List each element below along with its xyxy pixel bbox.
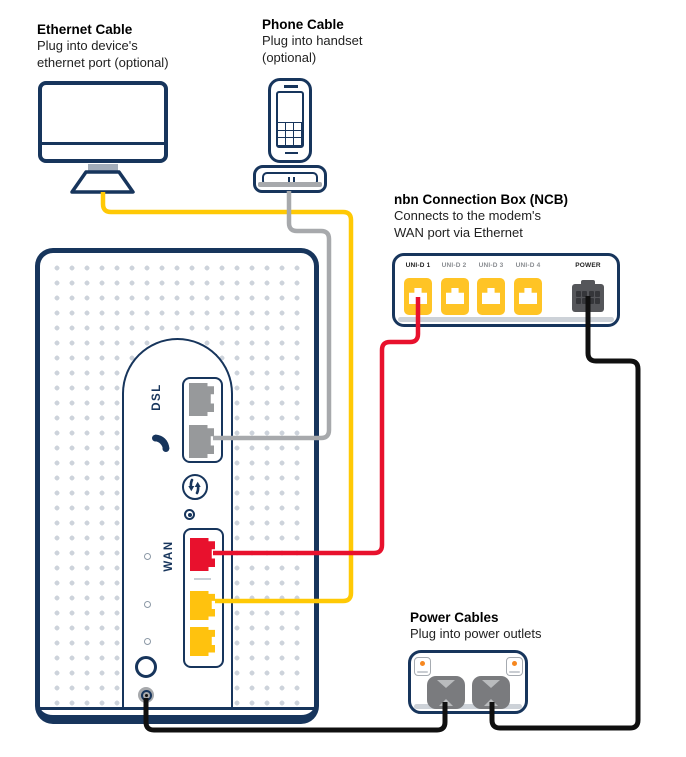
monitor-stand-base xyxy=(70,170,135,194)
wan-label: WAN xyxy=(163,540,175,572)
switch-indicator-dot xyxy=(512,661,517,666)
uni-d2-label: UNI-D 2 xyxy=(441,262,467,269)
lan-port-yellow-1 xyxy=(190,591,215,620)
phone-screen xyxy=(275,90,304,148)
socket-slot-top xyxy=(437,680,455,688)
ncb-line2: WAN port via Ethernet xyxy=(394,224,523,240)
phone-earpiece-line xyxy=(283,85,298,88)
status-led-3 xyxy=(144,638,151,645)
status-led-2 xyxy=(144,601,151,608)
outlet-base-shadow xyxy=(414,704,522,709)
uni-d1-port xyxy=(404,278,432,315)
modem: DSL WAN xyxy=(35,248,319,724)
power-connector-tab xyxy=(581,280,595,285)
dock-tick-right xyxy=(293,176,295,182)
phone-handset-icon xyxy=(152,434,170,452)
status-led-1 xyxy=(144,553,151,560)
dsl-port xyxy=(189,383,214,416)
phone-mouthpiece-line xyxy=(284,151,298,154)
ncb-base-shadow xyxy=(398,317,614,322)
uni-d1-label: UNI-D 1 xyxy=(405,262,431,269)
uni-d4-port xyxy=(514,278,542,315)
phone-line-port xyxy=(189,425,214,458)
outlet-switch-right xyxy=(506,657,523,676)
outlet-socket-left xyxy=(427,676,465,709)
ncb-title: nbn Connection Box (NCB) xyxy=(394,192,568,207)
phone-cable-line1: Plug into handset xyxy=(262,33,363,48)
ncb-note: nbn Connection Box (NCB) Connects to the… xyxy=(394,191,568,241)
switch-rocker xyxy=(509,670,520,673)
power-cables-title: Power Cables xyxy=(410,610,499,625)
switch-indicator-dot xyxy=(420,661,425,666)
ncb-power-connector xyxy=(572,280,604,312)
ethernet-cable-note: Ethernet Cable Plug into device's ethern… xyxy=(37,21,169,71)
outlet-socket-right xyxy=(472,676,510,709)
wps-led-ring-icon xyxy=(184,509,195,520)
phone-cable-line2: (optional) xyxy=(262,49,317,65)
monitor-bezel-line xyxy=(42,142,164,145)
phone-handset-device xyxy=(268,78,312,163)
phone-dock-base xyxy=(258,182,322,187)
computer-monitor xyxy=(38,81,168,163)
uni-d4-label: UNI-D 4 xyxy=(515,262,541,269)
phone-dock xyxy=(253,165,327,193)
phone-cable-title: Phone Cable xyxy=(262,17,344,32)
dock-tick-left xyxy=(288,176,290,182)
dsl-label: DSL xyxy=(151,383,163,411)
uni-d3-port xyxy=(477,278,505,315)
wan-divider-line xyxy=(194,578,211,580)
ethernet-cable-title: Ethernet Cable xyxy=(37,22,133,37)
uni-d2-port xyxy=(441,278,469,315)
modem-button xyxy=(135,656,157,678)
nbn-connection-box: UNI-D 1 UNI-D 2 UNI-D 3 UNI-D 4 POWER xyxy=(392,253,620,327)
modem-power-jack xyxy=(138,687,154,703)
outlet-switch-left xyxy=(414,657,431,676)
modem-base-seam xyxy=(40,707,314,710)
phone-keypad xyxy=(277,122,302,146)
wan-port-red xyxy=(190,538,215,571)
phone-cable-note: Phone Cable Plug into handset (optional) xyxy=(262,16,362,66)
ncb-power-label: POWER xyxy=(575,262,601,269)
lan-port-yellow-2 xyxy=(190,627,215,656)
uni-d3-label: UNI-D 3 xyxy=(478,262,504,269)
ethernet-cable-line1: Plug into device's xyxy=(37,38,138,53)
power-cables-note: Power Cables Plug into power outlets xyxy=(410,609,542,643)
socket-slot-top xyxy=(482,680,500,688)
monitor-stand-neck xyxy=(88,164,118,173)
ethernet-cable-line2: ethernet port (optional) xyxy=(37,54,169,70)
power-cables-line1: Plug into power outlets xyxy=(410,626,542,641)
sync-icon xyxy=(182,474,208,500)
socket-slot-bottom xyxy=(439,699,453,706)
ncb-line1: Connects to the modem's xyxy=(394,208,541,223)
socket-slot-bottom xyxy=(484,699,498,706)
switch-rocker xyxy=(417,670,428,673)
power-connector-pins xyxy=(576,291,600,304)
power-outlet xyxy=(408,650,528,714)
